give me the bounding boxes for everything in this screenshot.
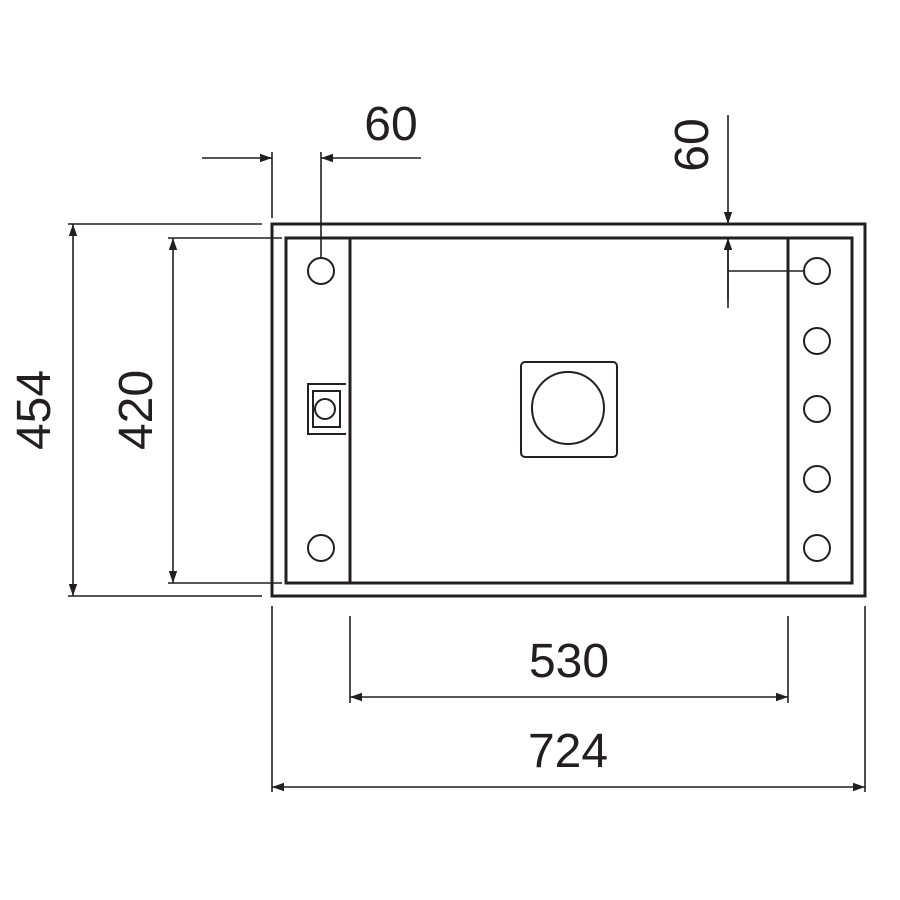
- label-inner-height: 420: [110, 370, 163, 450]
- label-outer-width: 724: [528, 725, 608, 778]
- dimension-outer-height: [68, 223, 262, 597]
- label-bowl-width: 530: [529, 635, 609, 688]
- dimension-inner-height: [168, 237, 282, 584]
- tap-hole-icon: [803, 395, 831, 423]
- overflow-icon: [307, 383, 346, 435]
- tap-hole-icon: [803, 465, 831, 493]
- tap-hole-icon: [803, 257, 831, 285]
- dimension-outer-width: [271, 606, 866, 792]
- tap-hole-icon: [803, 534, 831, 562]
- sink-outer-rim: [270, 222, 867, 598]
- tap-hole-icon: [307, 257, 335, 285]
- label-top-left-offset: 60: [364, 98, 417, 151]
- label-top-right-offset: 60: [666, 118, 719, 171]
- dimension-top-right-offset: [723, 115, 805, 308]
- sink-inner-rim: [284, 236, 854, 585]
- tap-hole-icon: [307, 534, 335, 562]
- dimension-bowl-width: [349, 616, 789, 703]
- drain-icon: [520, 361, 618, 458]
- tap-hole-icon: [803, 327, 831, 355]
- label-outer-height: 454: [8, 370, 61, 450]
- dimension-top-left-offset: [202, 152, 421, 258]
